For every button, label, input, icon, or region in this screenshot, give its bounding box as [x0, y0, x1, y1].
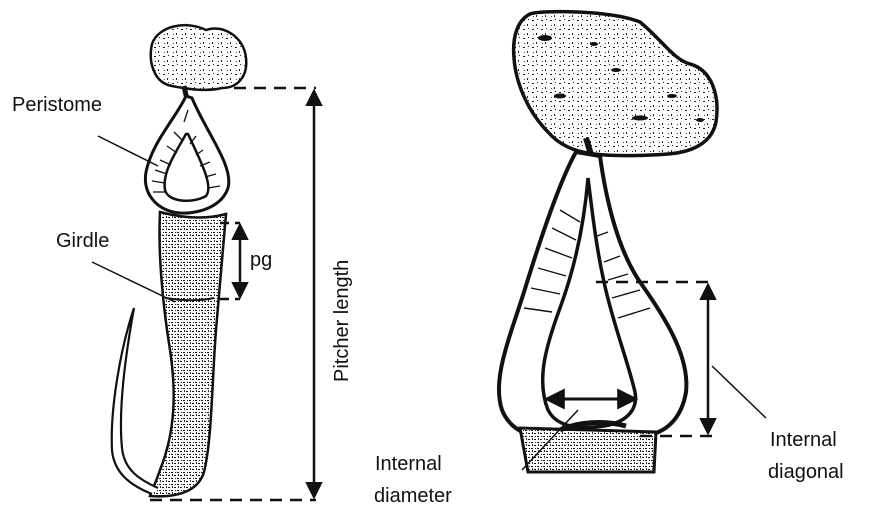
right-closeup-drawing: Internal diameter Internal diagonal	[374, 12, 844, 507]
internal-diagonal-leader	[712, 366, 766, 418]
internal-diagonal-label-2: diagonal	[768, 461, 844, 483]
left-tendril	[112, 308, 158, 494]
right-lid	[514, 12, 717, 156]
left-lid	[151, 25, 246, 90]
internal-diameter-label-1: Internal	[375, 453, 442, 475]
internal-diagonal-label-1: Internal	[770, 429, 837, 451]
peristome-leader	[98, 136, 158, 166]
peristome-label: Peristome	[12, 94, 102, 116]
pg-label: pg	[250, 249, 272, 271]
left-pitcher-body	[150, 212, 226, 496]
pitcher-length-label: Pitcher length	[331, 260, 353, 382]
girdle-label: Girdle	[56, 230, 109, 252]
left-pitcher-drawing: Peristome Girdle pg Pitcher length	[12, 25, 353, 500]
internal-diameter-label-2: diameter	[374, 485, 452, 507]
